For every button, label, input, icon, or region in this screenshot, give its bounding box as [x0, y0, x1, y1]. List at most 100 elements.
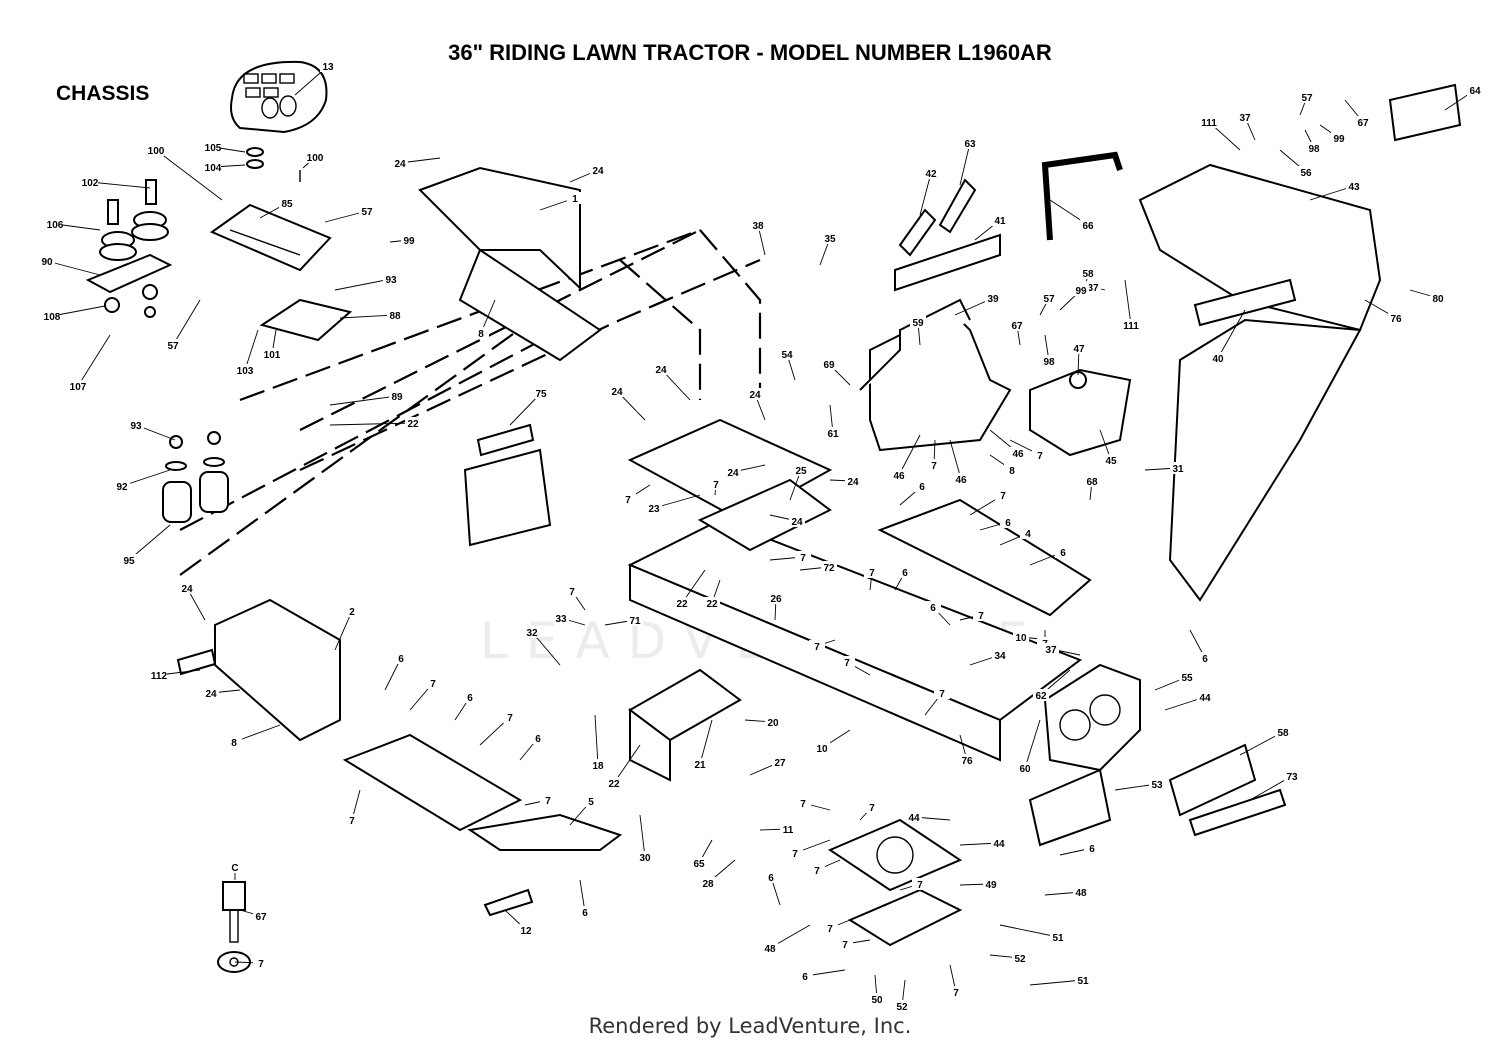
callout-label-24: 24: [394, 159, 406, 170]
callout-label-24: 24: [181, 584, 193, 595]
spring-stack: [162, 431, 229, 523]
seat: [230, 60, 328, 134]
callout-leader-22: [329, 422, 414, 426]
callout-bg: [320, 60, 336, 72]
callout-label-89: 89: [391, 392, 403, 403]
callout-bg: [1080, 219, 1096, 231]
callout-label-106: 106: [47, 220, 64, 231]
callout-bg: [82, 176, 98, 188]
callout-label-99: 99: [1075, 286, 1087, 297]
callout-label-6: 6: [1089, 844, 1095, 855]
footer-credit: Rendered by LeadVenture, Inc.: [588, 1014, 912, 1038]
callout-label-7: 7: [869, 568, 875, 579]
callout-bg: [1388, 312, 1404, 324]
callout-label-2: 2: [349, 607, 355, 618]
callout-label-7: 7: [569, 587, 575, 598]
callout-bg: [825, 427, 841, 439]
callout-bg: [779, 348, 795, 360]
callout-label-57: 57: [361, 207, 373, 218]
callout-bg: [768, 592, 784, 604]
callout-bg: [609, 385, 625, 397]
callout-bg: [237, 364, 253, 376]
callout-label-20: 20: [767, 718, 779, 729]
callout-bg: [1004, 464, 1020, 476]
callout-label-105: 105: [205, 143, 222, 154]
callout-label-7: 7: [917, 880, 923, 891]
callout-label-7: 7: [800, 553, 806, 564]
callout-bg: [1010, 447, 1026, 459]
decals: [176, 83, 1462, 917]
callout-bg: [821, 561, 837, 573]
callout-label-13: 13: [322, 62, 334, 73]
callout-bg: [620, 493, 636, 505]
callout-label-68: 68: [1086, 477, 1098, 488]
callout-label-57: 57: [1043, 294, 1055, 305]
callout-label-7: 7: [844, 658, 850, 669]
callout-bg: [530, 732, 546, 744]
callout-label-90: 90: [41, 257, 53, 268]
callout-label-5: 5: [588, 797, 594, 808]
callout-bg: [401, 234, 417, 246]
callout-bg: [179, 582, 195, 594]
callout-label-6: 6: [398, 654, 404, 665]
callout-label-6: 6: [1060, 548, 1066, 559]
callout-label-24: 24: [749, 390, 761, 401]
callout-label-1: 1: [572, 194, 578, 205]
main-frame: [627, 498, 1092, 762]
callout-leader-63: [959, 142, 971, 186]
callout-bg: [462, 691, 478, 703]
front-grille: [1028, 663, 1141, 847]
callout-bg: [787, 847, 803, 859]
callout-label-26: 26: [770, 594, 782, 605]
callout-bg: [1033, 689, 1049, 701]
callout-label-46: 46: [1012, 449, 1024, 460]
callout-bg: [387, 309, 403, 321]
callout-label-6: 6: [535, 734, 541, 745]
callout-leader-22: [613, 744, 641, 784]
callout-label-57: 57: [1301, 93, 1313, 104]
callout-bg: [914, 480, 930, 492]
callout-label-7: 7: [953, 988, 959, 999]
callout-bg: [1055, 546, 1071, 558]
callout-bg: [1073, 886, 1089, 898]
callout-label-21: 21: [694, 760, 706, 771]
callout-label-44: 44: [908, 813, 920, 824]
callout-label-27: 27: [774, 758, 786, 769]
fuel-tank: [1029, 368, 1132, 457]
callout-bg: [894, 1000, 910, 1012]
callout-bg: [772, 756, 788, 768]
dash-panel: [859, 298, 1012, 452]
callout-label-99: 99: [1333, 134, 1345, 145]
callout-label-48: 48: [1075, 888, 1087, 899]
callout-bg: [389, 390, 405, 402]
callout-label-100: 100: [148, 146, 165, 157]
callout-label-8: 8: [1009, 466, 1015, 477]
callout-label-7: 7: [713, 480, 719, 491]
callout-bg: [704, 597, 720, 609]
callout-bg: [1179, 671, 1195, 683]
callout-label-73: 73: [1286, 772, 1298, 783]
callout-bg: [864, 801, 880, 813]
callout-label-88: 88: [389, 311, 401, 322]
callout-bg: [47, 218, 63, 230]
callout-leader-90: [46, 260, 101, 276]
callout-label-37: 37: [1045, 645, 1057, 656]
callout-label-7: 7: [827, 924, 833, 935]
callout-label-51: 51: [1052, 933, 1064, 944]
callout-bg: [992, 649, 1008, 661]
steering-handle: [1041, 151, 1123, 241]
callout-bg: [1298, 166, 1314, 178]
callout-label-C: C: [231, 863, 238, 874]
callout-bg: [1123, 319, 1139, 331]
callout-label-7: 7: [545, 796, 551, 807]
callout-label-7: 7: [625, 495, 631, 506]
callout-label-7: 7: [792, 849, 798, 860]
callout-bg: [344, 814, 360, 826]
callout-label-53: 53: [1151, 780, 1163, 791]
callout-bg: [897, 566, 913, 578]
callout-bg: [540, 794, 556, 806]
callout-leader-107: [77, 334, 111, 387]
callout-bg: [627, 614, 643, 626]
